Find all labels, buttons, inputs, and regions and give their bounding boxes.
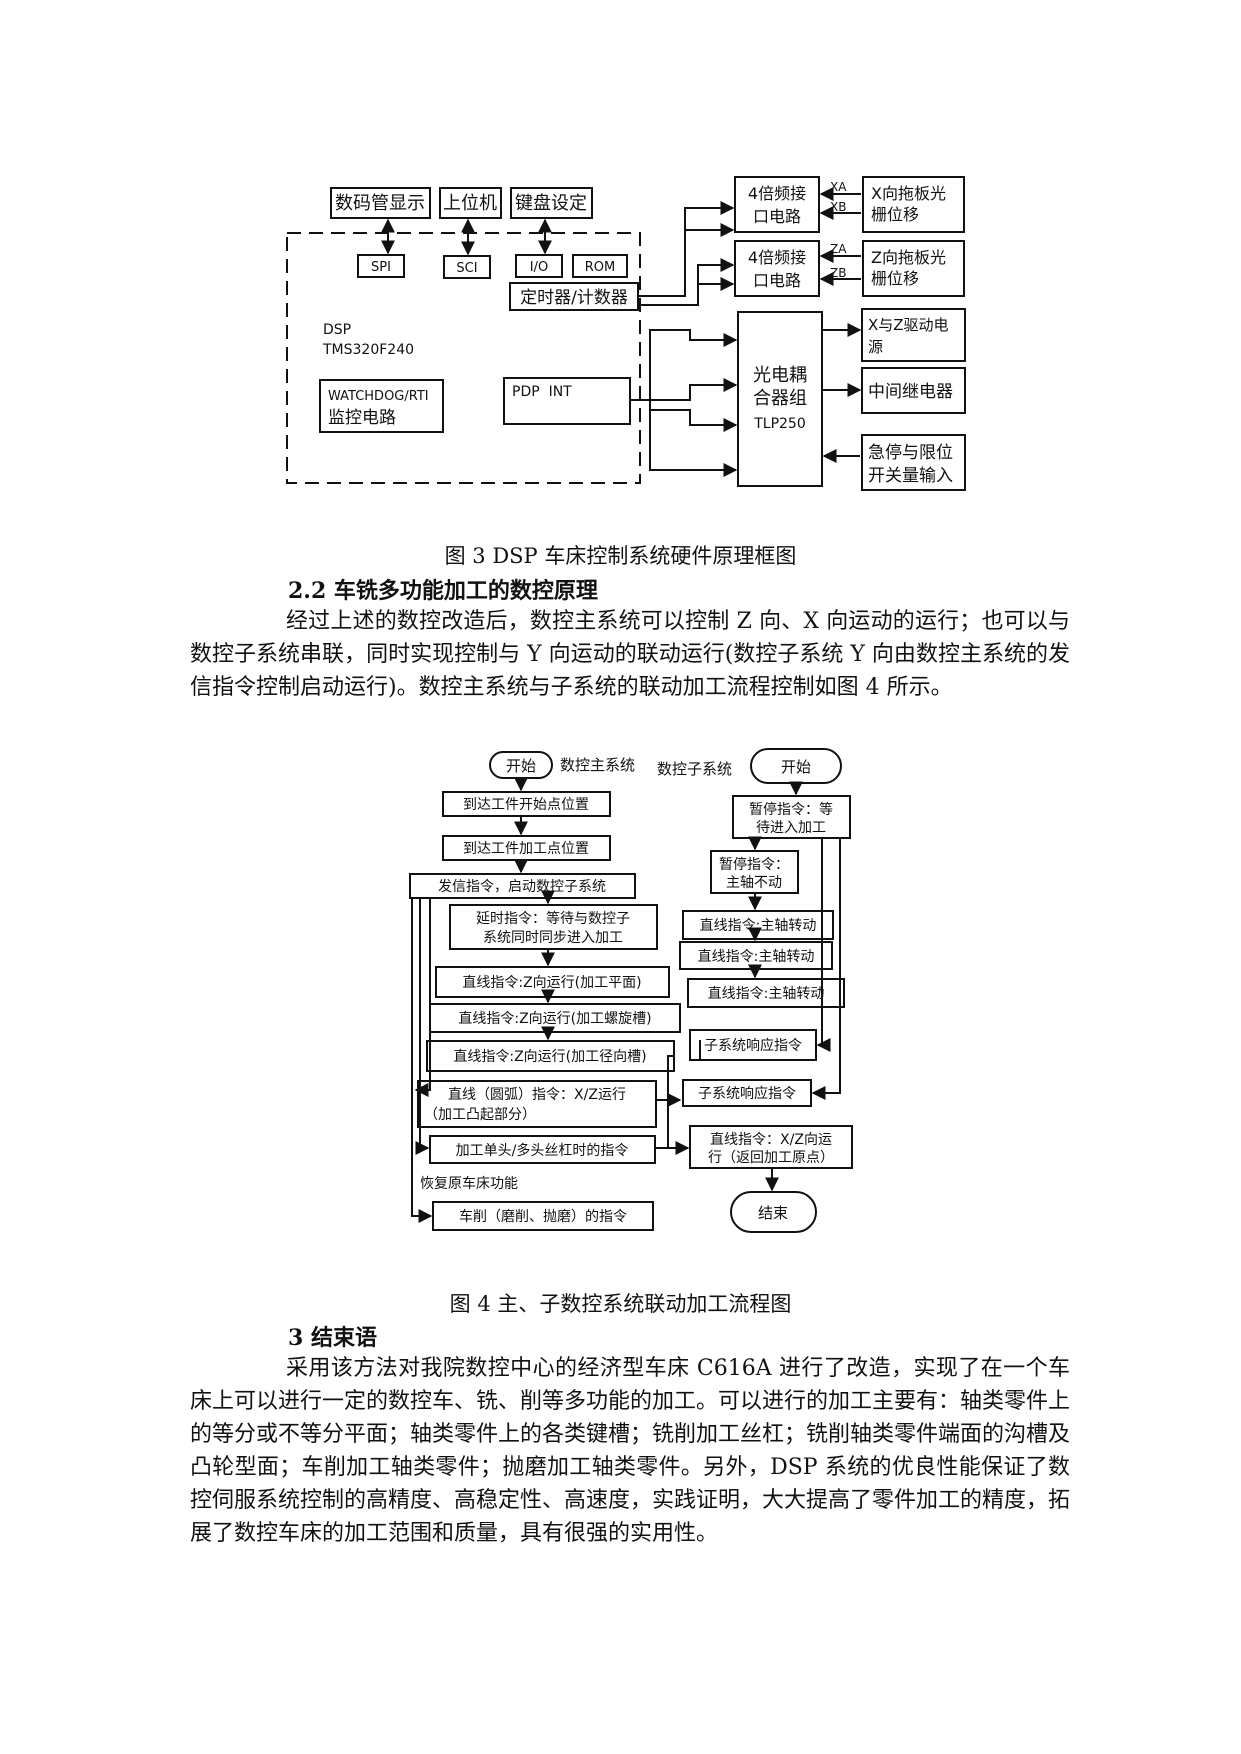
main-step-4-label-1: 延时指令：等待与数控子: [476, 910, 630, 927]
sub-step-1-label-2: 待进入加工: [756, 820, 826, 836]
host-label: 上位机: [443, 193, 497, 214]
figure-3-caption: 图 3 DSP 车床控制系统硬件原理框图: [444, 544, 797, 568]
sub-step-7: [682, 1079, 812, 1107]
main-step-8: [417, 1080, 657, 1128]
main-step-3-label: 发信指令，启动数控子系统: [438, 879, 606, 895]
sub-step-2-label-2: 主轴不动: [726, 875, 782, 891]
section-2-2-heading: 2.2 车铣多功能加工的数控原理: [288, 578, 598, 604]
main-step-4: [449, 904, 658, 950]
watchdog-sub-label: 监控电路: [328, 408, 396, 428]
figure-4-flowchart: 开始 数控主系统 数控子系统 开始 到达工件开始点位置 到达工件加工点位置 发信…: [409, 748, 853, 1233]
spi-box: [357, 254, 405, 278]
sub-start-label: 开始: [781, 758, 811, 776]
sub-step-8-label-2: 行（返回加工原点）: [708, 1150, 834, 1166]
opto-label-1: 光电耦: [753, 365, 807, 386]
main-step-1-label: 到达工件开始点位置: [463, 797, 589, 813]
dsp-model-label: TMS320F240: [322, 342, 414, 358]
main-step-9: [429, 1135, 656, 1164]
host-box: [439, 187, 502, 219]
main-step-10-label: 车削（磨削、抛磨）的指令: [459, 1208, 627, 1225]
sub-step-1: [732, 795, 851, 839]
main-step-6-label: 直线指令:Z向运行(加工螺旋槽): [458, 1010, 651, 1027]
watchdog-label: WATCHDOG/RTI: [328, 389, 429, 404]
relay-box: [861, 367, 966, 414]
sci-box: [443, 255, 491, 279]
estop-label-1: 急停与限位: [868, 443, 953, 463]
dsp-label: DSP: [323, 322, 351, 338]
end-label: 结束: [758, 1204, 788, 1222]
sub-step-5-label: 直线指令:主轴转动: [708, 985, 825, 1002]
main-step-1: [442, 791, 611, 817]
xz-drive-label-2: 源: [868, 338, 883, 356]
rom-box: [572, 254, 628, 278]
quad1-label-2: 口电路: [753, 207, 801, 226]
io-label: I/O: [530, 260, 548, 275]
restore-label: 恢复原车床功能: [420, 1175, 518, 1192]
sub-step-1-label-1: 暂停指令：等: [749, 801, 833, 818]
main-step-5-label: 直线指令:Z向运行(加工平面): [462, 974, 641, 991]
quad2-label-1: 4倍频接: [748, 248, 806, 267]
main-step-9-label: 加工单头/多头丝杠时的指令: [456, 1142, 629, 1159]
xz-drive-label-1: X与Z驱动电: [868, 316, 949, 334]
opto-label-3: TLP250: [753, 416, 806, 432]
z-grating-label-2: 栅位移: [871, 269, 919, 288]
rom-label: ROM: [585, 260, 615, 275]
section-2-2-paragraph: 经过上述的数控改造后，数控主系统可以控制 Z 向、X 向运动的运行；也可以与数控…: [190, 605, 1070, 704]
main-step-4-label-2: 系统同时同步进入加工: [483, 930, 623, 946]
sci-label: SCI: [456, 261, 477, 276]
zb-label: ZB: [830, 266, 846, 280]
sub-step-6-label: 子系统响应指令: [704, 1037, 802, 1054]
quad-interface-1-box: [734, 176, 820, 233]
x-grating-label-2: 栅位移: [871, 205, 919, 224]
io-box: [515, 254, 563, 278]
z-grating-box: [862, 240, 965, 297]
sub-step-8-label-1: 直线指令：X/Z向运: [710, 1131, 832, 1148]
z-grating-label-1: Z向拖板光: [871, 248, 946, 267]
section-3-heading: 3 结束语: [288, 1325, 377, 1351]
x-grating-box: [862, 176, 965, 233]
quad-interface-2-box: [734, 240, 820, 297]
optocoupler-box: [737, 311, 823, 487]
quad1-label-1: 4倍频接: [748, 184, 806, 203]
main-step-2-label: 到达工件加工点位置: [463, 841, 589, 857]
watchdog-box: [319, 379, 444, 433]
section-2-2-text: 经过上述的数控改造后，数控主系统可以控制 Z 向、X 向运动的运行；也可以与数控…: [190, 609, 1070, 700]
pdp-label: PDP INT: [512, 384, 572, 400]
sub-step-3-label: 直线指令:主轴转动: [700, 917, 817, 934]
main-step-7-label: 直线指令:Z向运行(加工径向槽): [453, 1048, 646, 1065]
section-3-text: 采用该方法对我院数控中心的经济型车床 C616A 进行了改造，实现了在一个车床上…: [190, 1356, 1071, 1546]
relay-label: 中间继电器: [868, 382, 953, 402]
sub-step-5: [687, 978, 845, 1008]
estop-box: [861, 434, 966, 491]
keyboard-label: 键盘设定: [515, 193, 587, 214]
xb-label: XB: [830, 200, 846, 214]
xa-label: XA: [830, 180, 847, 194]
spi-label: SPI: [371, 260, 391, 275]
sub-step-7-label: 子系统响应指令: [698, 1085, 796, 1102]
main-start-label: 开始: [506, 757, 536, 775]
figure-3-block-diagram: 数码管显示 上位机 键盘设定 SPI SCI I/O ROM 定时器/计数器 D…: [286, 176, 966, 491]
xz-drive-box: [861, 308, 966, 362]
seg-display-label: 数码管显示: [335, 193, 425, 214]
main-step-3: [409, 873, 636, 899]
main-step-8-label-1: 直线（圆弧）指令：X/Z运行: [448, 1086, 626, 1103]
figure-4-caption: 图 4 主、子数控系统联动加工流程图: [449, 1292, 792, 1316]
sub-system-label: 数控子系统: [657, 760, 732, 778]
main-step-10: [432, 1201, 654, 1231]
sub-step-6: [689, 1029, 817, 1061]
za-label: ZA: [830, 242, 847, 256]
estop-label-2: 开关量输入: [868, 466, 953, 486]
x-grating-label-1: X向拖板光: [871, 184, 946, 203]
seg-display-box: [330, 187, 431, 219]
sub-step-4-label: 直线指令:主轴转动: [698, 948, 815, 965]
keyboard-box: [510, 187, 593, 219]
end-terminal: [730, 1191, 817, 1233]
main-system-label: 数控主系统: [560, 756, 635, 774]
section-3-paragraph: 采用该方法对我院数控中心的经济型车床 C616A 进行了改造，实现了在一个车床上…: [190, 1352, 1070, 1550]
quad2-label-2: 口电路: [753, 271, 801, 290]
opto-label-2: 合器组: [753, 388, 807, 409]
sub-step-2-label-1: 暂停指令：: [719, 856, 789, 873]
main-step-8-label-2: （加工凸起部分）: [424, 1107, 536, 1123]
timer-label: 定时器/计数器: [520, 288, 628, 308]
